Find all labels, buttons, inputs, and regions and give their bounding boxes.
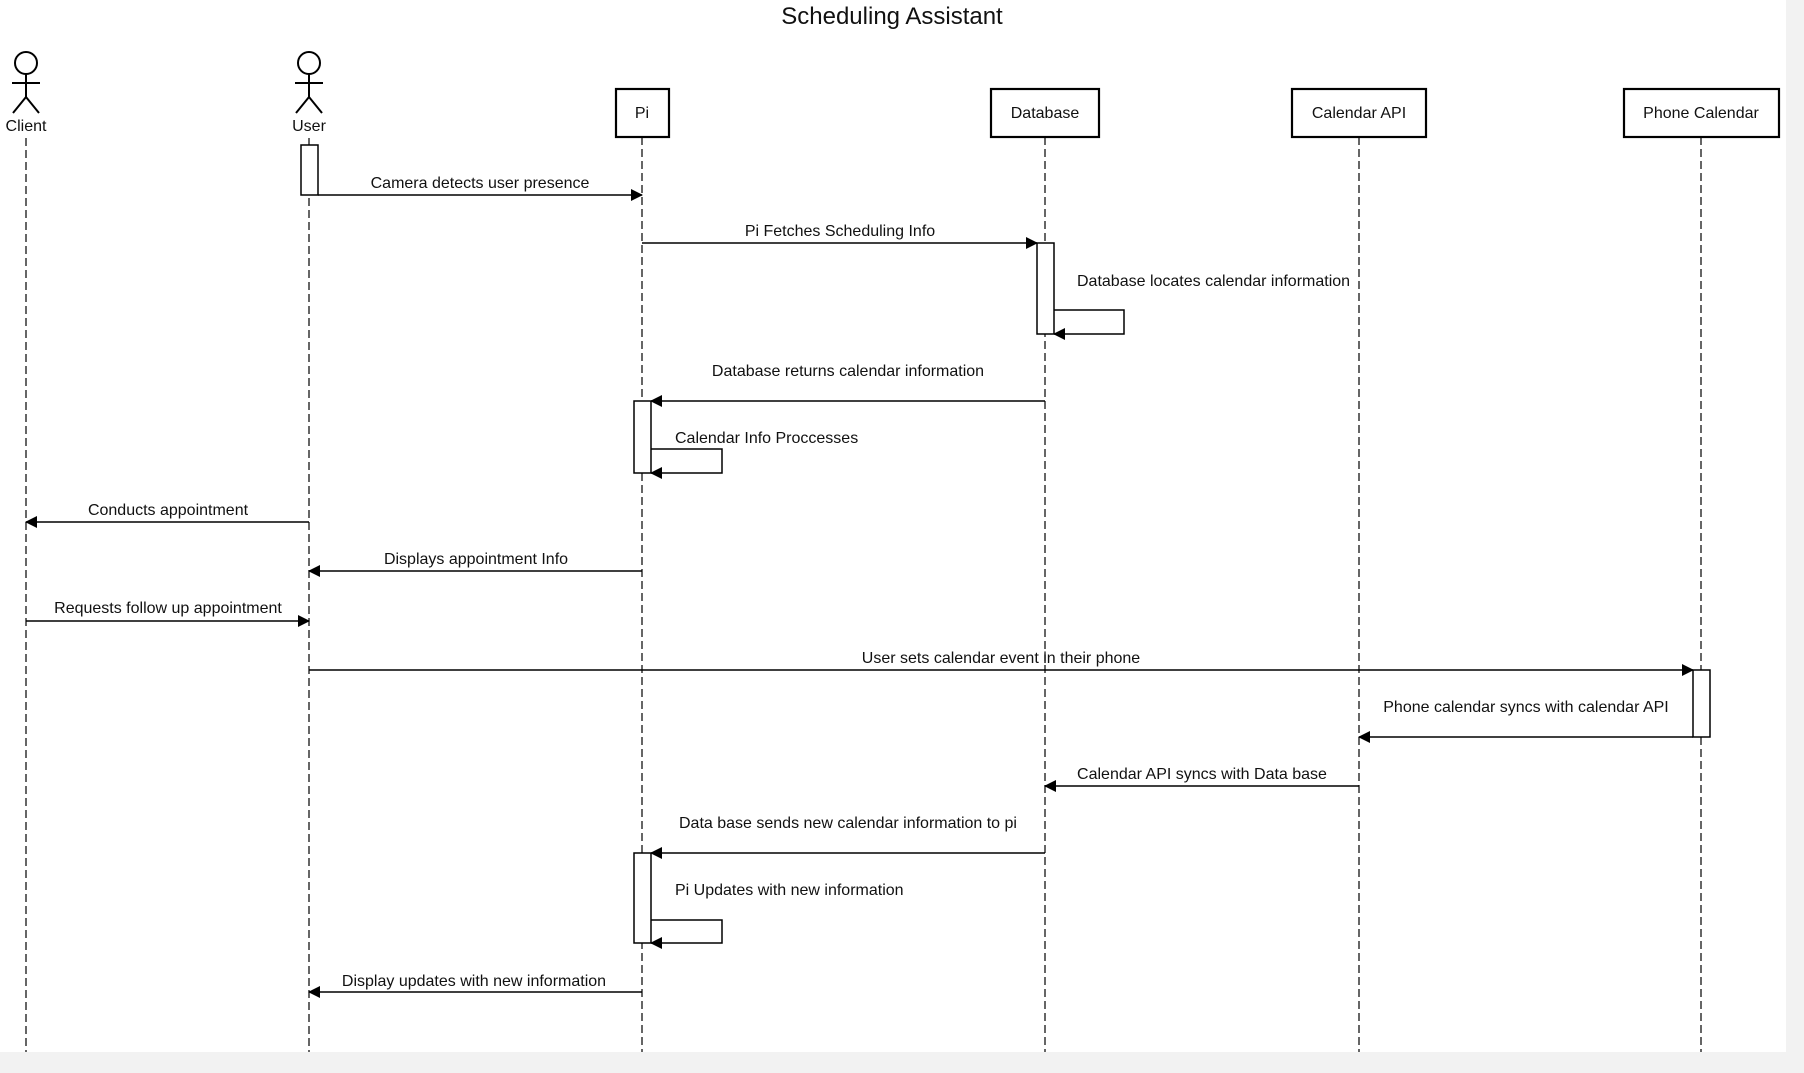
participant-calendar-api: Calendar API <box>1290 87 1428 139</box>
self-message-arrow <box>650 919 723 949</box>
message-label: Phone calendar syncs with calendar API <box>1383 699 1669 716</box>
participant-label-database: Database <box>1011 105 1080 122</box>
message-label: Database returns calendar information <box>712 363 984 380</box>
message-label: User sets calendar event in their phone <box>862 650 1140 667</box>
messages <box>25 189 1694 998</box>
message-label: Pi Fetches Scheduling Info <box>745 223 935 240</box>
stick-figure-icon <box>14 51 38 75</box>
activation-bar <box>633 852 652 944</box>
message-label: Data base sends new calendar information… <box>679 815 1017 832</box>
actor-user <box>295 51 323 114</box>
diagram-title: Scheduling Assistant <box>781 3 1003 30</box>
actor-label-user: User <box>292 118 326 135</box>
self-message-arrow <box>650 448 723 479</box>
participant-label-calendar-api: Calendar API <box>1312 105 1406 122</box>
message-label: Requests follow up appointment <box>54 600 282 617</box>
message-labels: Camera detects user presence Pi Fetches … <box>54 175 1669 990</box>
diagram-canvas: Scheduling Assistant Client User Pi Data… <box>0 0 1786 1052</box>
participant-label-pi: Pi <box>635 105 649 122</box>
message-label: Displays appointment Info <box>384 551 568 568</box>
activation-bar <box>1692 669 1711 738</box>
participant-database: Database <box>989 87 1101 139</box>
stick-figure-icon <box>297 51 321 75</box>
self-message-arrow <box>1053 309 1125 340</box>
activation-bar <box>633 400 652 474</box>
message-label: Database locates calendar information <box>1077 273 1350 290</box>
activation-bars <box>300 144 1711 944</box>
participant-label-phone-calendar: Phone Calendar <box>1643 105 1759 122</box>
actor-label-client: Client <box>6 118 47 135</box>
message-label: Pi Updates with new information <box>675 882 904 899</box>
participant-pi: Pi <box>614 87 671 139</box>
lifelines <box>25 137 1702 1052</box>
activation-bar <box>1036 242 1055 335</box>
message-label: Conducts appointment <box>88 502 249 519</box>
message-label: Calendar Info Proccesses <box>675 430 858 447</box>
activation-bar <box>300 144 319 196</box>
message-label: Camera detects user presence <box>371 175 590 192</box>
message-label: Display updates with new information <box>342 973 606 990</box>
message-label: Calendar API syncs with Data base <box>1077 766 1327 783</box>
actor-client <box>12 51 40 114</box>
sequence-diagram: Scheduling Assistant Client User Pi Data… <box>6 3 1781 1052</box>
participant-phone-calendar: Phone Calendar <box>1622 87 1781 139</box>
